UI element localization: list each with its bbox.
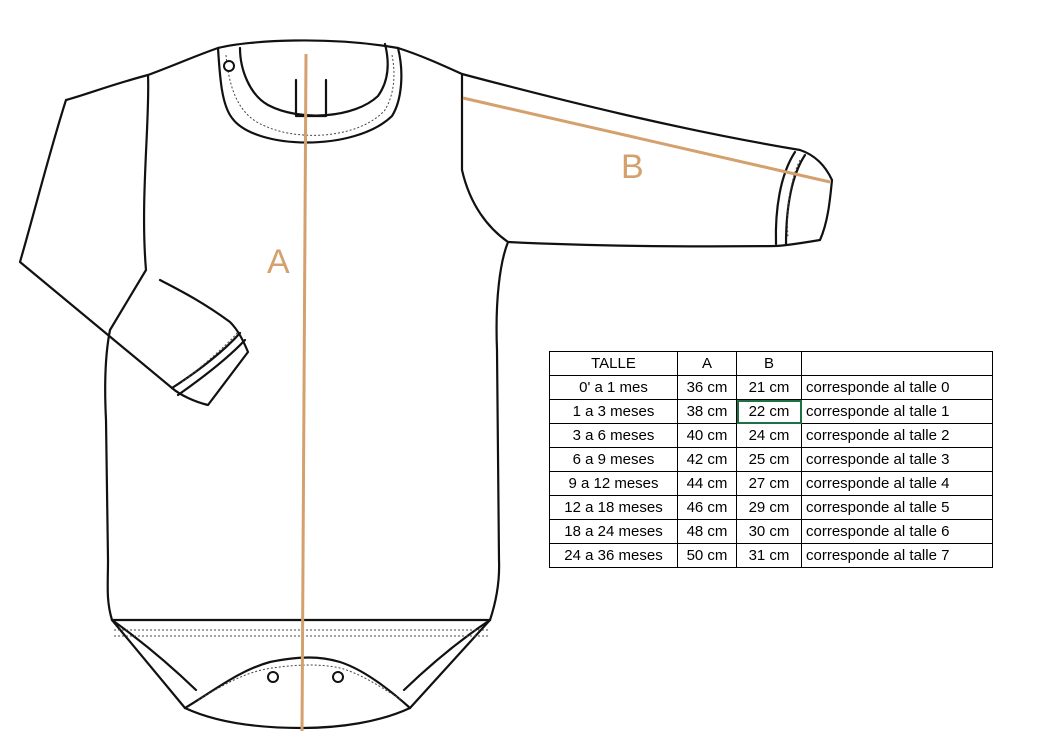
crotch-stitch — [197, 664, 403, 701]
cell-note[interactable]: corresponde al talle 3 — [801, 447, 993, 472]
cuff-stitch-right — [787, 159, 801, 239]
measure-line-a — [300, 53, 308, 732]
cell-b-selected[interactable]: 22 cm — [736, 399, 802, 424]
cell-note[interactable]: corresponde al talle 7 — [801, 543, 993, 568]
cell-talle[interactable]: 12 a 18 meses — [549, 495, 678, 520]
collar-tag — [294, 78, 328, 118]
label-a: A — [267, 243, 290, 281]
leg-hem-right — [402, 618, 492, 692]
table-row: 3 a 6 meses 40 cm 24 cm corresponde al t… — [549, 423, 993, 448]
header-a: A — [677, 351, 737, 376]
header-talle: TALLE — [549, 351, 678, 376]
cell-a[interactable]: 42 cm — [677, 447, 737, 472]
header-b: B — [736, 351, 802, 376]
table-row: 6 a 9 meses 42 cm 25 cm corresponde al t… — [549, 447, 993, 472]
collar-stitch — [225, 54, 395, 136]
snap-crotch-left — [267, 671, 279, 683]
cell-note[interactable]: corresponde al talle 2 — [801, 423, 993, 448]
cell-talle[interactable]: 18 a 24 meses — [549, 519, 678, 544]
cell-note[interactable]: corresponde al talle 1 — [801, 399, 993, 424]
snap-neck — [223, 60, 235, 72]
table-row: 12 a 18 meses 46 cm 29 cm corresponde al… — [549, 495, 993, 520]
table-row: 18 a 24 meses 48 cm 30 cm corresponde al… — [549, 519, 993, 544]
measure-line-b — [462, 96, 831, 184]
cell-a[interactable]: 44 cm — [677, 471, 737, 496]
collar-inner — [238, 42, 389, 117]
cell-note[interactable]: corresponde al talle 0 — [801, 375, 993, 400]
leg-hem-left — [110, 618, 198, 692]
left-cuff — [170, 331, 247, 397]
table-row: 1 a 3 meses 38 cm 22 cm corresponde al t… — [549, 399, 993, 424]
cell-talle[interactable]: 3 a 6 meses — [549, 423, 678, 448]
cell-b[interactable]: 21 cm — [736, 375, 802, 400]
cell-a[interactable]: 40 cm — [677, 423, 737, 448]
cell-talle[interactable]: 0' a 1 mes — [549, 375, 678, 400]
cell-b[interactable]: 31 cm — [736, 543, 802, 568]
table-header-row: TALLE A B — [549, 351, 993, 376]
cell-a[interactable]: 46 cm — [677, 495, 737, 520]
snap-crotch-right — [332, 671, 344, 683]
cell-note[interactable]: corresponde al talle 4 — [801, 471, 993, 496]
cell-a[interactable]: 50 cm — [677, 543, 737, 568]
cell-b[interactable]: 27 cm — [736, 471, 802, 496]
cell-b[interactable]: 25 cm — [736, 447, 802, 472]
cell-a[interactable]: 48 cm — [677, 519, 737, 544]
table-row: 0' a 1 mes 36 cm 21 cm corresponde al ta… — [549, 375, 993, 400]
cell-b[interactable]: 30 cm — [736, 519, 802, 544]
cell-b[interactable]: 24 cm — [736, 423, 802, 448]
cell-a[interactable]: 36 cm — [677, 375, 737, 400]
cell-talle[interactable]: 1 a 3 meses — [549, 399, 678, 424]
hem-stitch — [114, 629, 488, 637]
cell-talle[interactable]: 24 a 36 meses — [549, 543, 678, 568]
crotch-outline — [183, 656, 412, 710]
cell-note[interactable]: corresponde al talle 6 — [801, 519, 993, 544]
size-table: TALLE A B 0' a 1 mes 36 cm 21 cm corresp… — [549, 351, 993, 568]
left-sleeve-outline — [18, 73, 250, 407]
label-b: B — [621, 148, 644, 186]
cell-talle[interactable]: 9 a 12 meses — [549, 471, 678, 496]
body-outline — [104, 39, 510, 730]
header-note — [801, 351, 993, 376]
cell-b[interactable]: 29 cm — [736, 495, 802, 520]
cuff-stitch-left — [181, 331, 239, 383]
collar-outer — [216, 46, 403, 144]
cell-talle[interactable]: 6 a 9 meses — [549, 447, 678, 472]
table-row: 9 a 12 meses 44 cm 27 cm corresponde al … — [549, 471, 993, 496]
right-sleeve-outline — [460, 72, 834, 248]
right-cuff — [774, 150, 807, 247]
cell-note[interactable]: corresponde al talle 5 — [801, 495, 993, 520]
cell-a[interactable]: 38 cm — [677, 399, 737, 424]
table-row: 24 a 36 meses 50 cm 31 cm corresponde al… — [549, 543, 993, 568]
